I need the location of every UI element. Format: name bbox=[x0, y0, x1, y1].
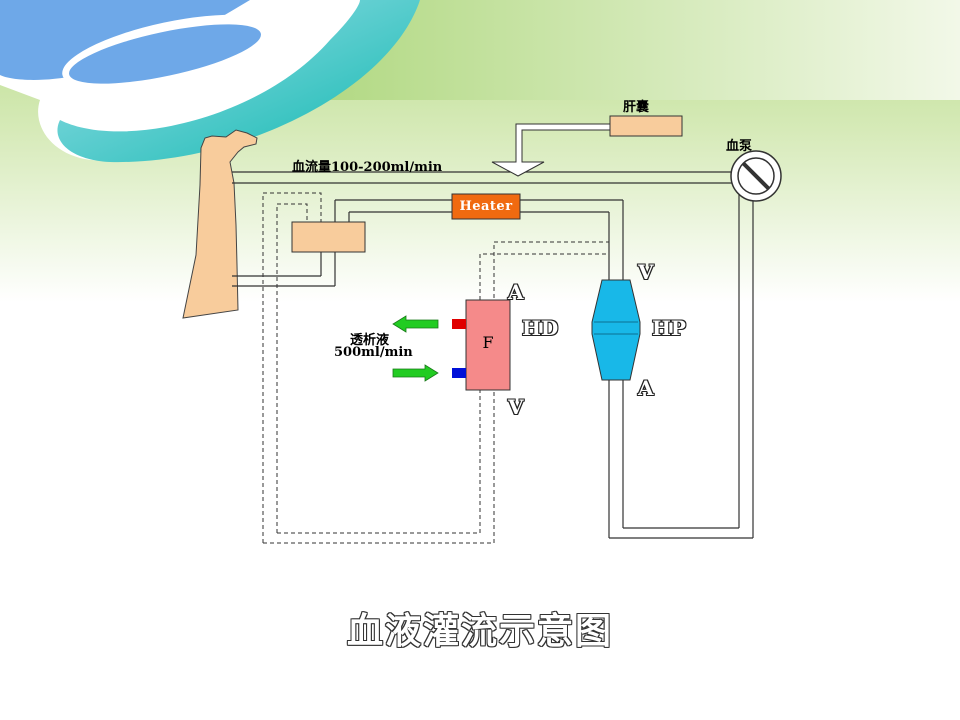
hd-label: HD bbox=[522, 316, 559, 340]
hp-inlet-label: V bbox=[638, 260, 654, 284]
hd-inlet-label: A bbox=[508, 280, 524, 304]
drip-chamber-box bbox=[291, 221, 366, 253]
blood-pump-label: 血泵 bbox=[726, 139, 753, 154]
dialysate-inlet-port bbox=[452, 368, 466, 378]
hp-cartridge bbox=[591, 279, 641, 381]
slide-title: 血液灌流示意图 bbox=[346, 610, 613, 652]
dialysate-label: 透析液 bbox=[350, 333, 390, 348]
hd-filter bbox=[465, 299, 511, 391]
liver-bag-label: 肝囊 bbox=[623, 100, 650, 115]
hp-label: HP bbox=[652, 316, 686, 340]
dialysate-outlet-port bbox=[452, 319, 466, 329]
liver-bag-infusion-arrow bbox=[491, 123, 611, 177]
flow-rate-label: 血流量100-200ml/min bbox=[292, 160, 443, 175]
patient-arm bbox=[182, 129, 258, 319]
filter-label: F bbox=[482, 333, 494, 352]
heater-label: Heater bbox=[459, 199, 513, 214]
dialysate-out-arrow bbox=[392, 315, 439, 333]
corner-swoosh-decoration bbox=[0, 0, 420, 163]
hd-bypass-circuit bbox=[262, 192, 609, 544]
hd-outlet-label: V bbox=[508, 395, 524, 419]
blood-tubing bbox=[232, 171, 754, 539]
liver-bag bbox=[609, 115, 683, 137]
dialysate-rate-label: 500ml/min bbox=[334, 345, 413, 360]
hp-outlet-label: A bbox=[638, 376, 654, 400]
heater bbox=[451, 193, 521, 220]
blood-pump bbox=[730, 150, 782, 202]
dialysate-in-arrow bbox=[392, 364, 439, 382]
